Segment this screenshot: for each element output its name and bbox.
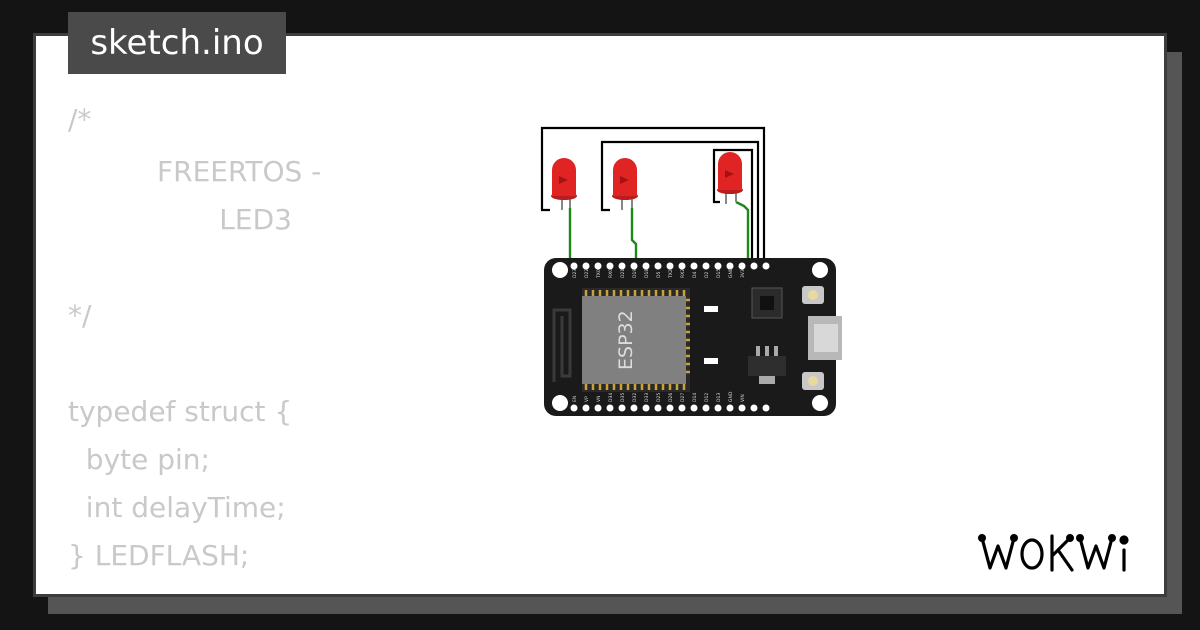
voltage-regulator [748,356,786,376]
wokwi-logo [978,533,1129,572]
pin-label: D27 [680,393,686,402]
module-pins [584,290,690,390]
led-2[interactable] [612,158,638,210]
black-wires [540,126,766,268]
esp32-chip [582,296,686,384]
pin-label: RX0 [608,269,614,278]
regulator-leg [765,346,769,356]
circuit-diagram: D23 D22 TX0 RX0 D21 D19 D18 D5 TX2 RX2 D… [540,126,842,416]
reset-button[interactable] [802,372,824,390]
logo-letter-o [1020,538,1044,570]
mount-hole [812,395,828,411]
pin-label: D4 [692,272,698,278]
pin-label: D21 [620,269,626,278]
file-tab-label: sketch.ino [90,23,264,63]
pin-label: VN [596,396,602,402]
regulator-tab [759,376,775,384]
code-line: typedef struct { [68,395,293,428]
antenna-trace [552,308,572,382]
code-line: LED3 [68,203,292,236]
mount-hole [812,262,828,278]
smd-pad [704,306,718,312]
code-line: byte pin; [68,443,210,476]
usb-serial-chip-core [760,296,774,310]
smd-pad [704,358,718,364]
logo-letter-w [980,536,1016,570]
pin-label: D2 [704,272,710,278]
logo-letter-w2 [1078,536,1114,570]
led-3[interactable] [717,152,743,204]
pin-label: D12 [704,393,710,402]
boot-button[interactable] [802,286,824,304]
pin-label: D13 [716,393,722,402]
micro-usb-opening [814,324,838,352]
pin-label: D25 [656,393,662,402]
logo-letter-k [1050,534,1074,572]
pin-label: TX2 [668,269,674,279]
top-pin-header [570,262,770,270]
bottom-pin-header [570,404,770,412]
pin-label: EN [572,396,578,402]
top-pin-labels: D23 D22 TX0 RX0 D21 D19 D18 D5 TX2 RX2 D… [572,267,746,279]
pin-label: D19 [632,269,638,278]
pin-label: D15 [716,269,722,278]
file-tab[interactable]: sketch.ino [68,12,286,74]
mount-hole [552,395,568,411]
regulator-leg [756,346,760,356]
pin-label: 3V3 [740,269,746,278]
pin-label: D18 [644,269,650,278]
led-1[interactable] [551,158,577,210]
pin-label: D35 [620,393,626,402]
code-line: int delayTime; [68,491,286,524]
pin-label: D5 [656,272,662,278]
pin-label: D23 [572,269,578,278]
pin-label: D34 [608,393,614,402]
pin-label: D22 [584,269,590,278]
pin-label: VP [584,396,590,402]
regulator-leg [774,346,778,356]
mount-hole [552,262,568,278]
pin-label: D33 [644,393,650,402]
esp32-board[interactable]: D23 D22 TX0 RX0 D21 D19 D18 D5 TX2 RX2 D… [544,258,842,416]
pin-label: VIN [740,394,746,402]
pin-label: GND [728,391,734,402]
pin-label: D26 [668,393,674,402]
code-line: /* [68,103,92,136]
code-line: */ [68,299,92,332]
chip-label: ESP32 [615,310,637,370]
pin-label: TX0 [596,269,602,279]
pin-label: GND [728,267,734,278]
pin-label: D14 [692,393,698,402]
code-line: } LEDFLASH; [68,539,250,572]
bottom-pin-labels: EN VP VN D34 D35 D32 D33 D25 D26 D27 D14… [572,391,746,402]
code-line: FREERTOS - [68,155,322,188]
pin-label: D32 [632,393,638,402]
pin-label: RX2 [680,269,686,278]
